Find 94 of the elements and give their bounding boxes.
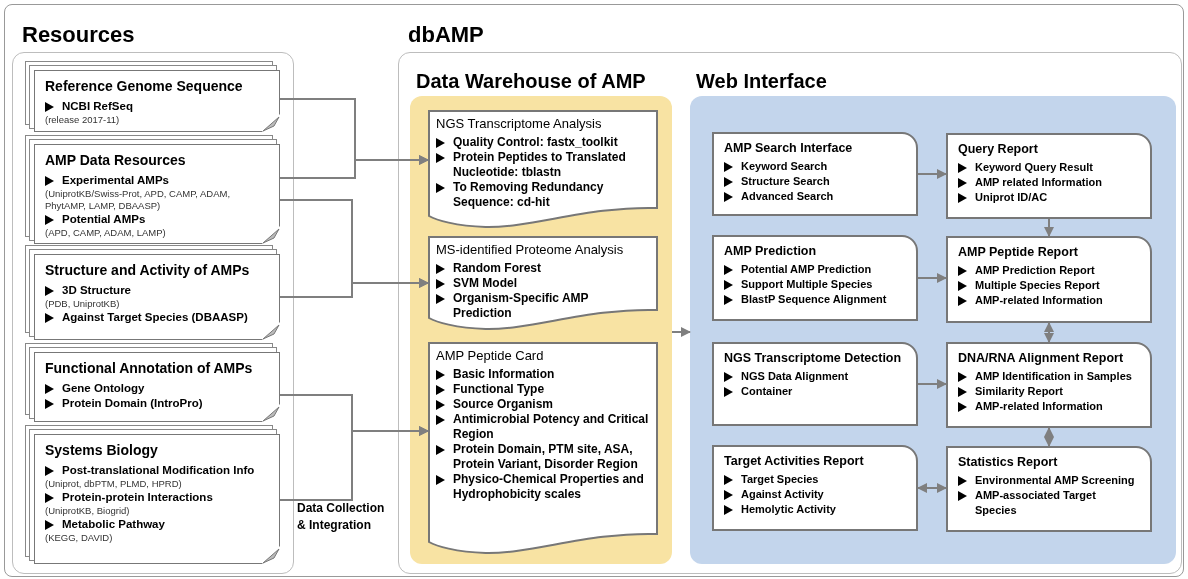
card-heading: NGS Transcriptome Detection [724, 350, 903, 367]
connector-arrow [1044, 218, 1054, 237]
card-heading: AMP Prediction [724, 243, 818, 260]
process-box [946, 342, 1152, 428]
card-heading: DNA/RNA Alignment Report [958, 350, 1125, 367]
card-heading: AMP Peptide Card [436, 347, 545, 365]
card-heading: Structure and Activity of AMPs [45, 261, 251, 280]
list-item: Keyword Query Result [975, 159, 1093, 175]
connector-arrow [1044, 322, 1054, 343]
process-box [946, 133, 1152, 219]
list-item: Protein Peptides to Translated Nucleotide: tblastn [453, 149, 627, 180]
document-shape [428, 110, 658, 230]
panel-title: Web Interface [696, 69, 827, 94]
source-note: (UniprotKB/Swiss-Prot, APD, CAMP, ADAM, PhytAMP, LAMP, DBAASP) [45, 188, 232, 212]
list-item: AMP-related Information [975, 398, 1103, 414]
list-item: Random Forest [453, 260, 541, 276]
process-box [712, 235, 918, 321]
card-heading: Functional Annotation of AMPs [45, 359, 254, 378]
list-item: Protein-protein Interactions [62, 490, 213, 505]
list-item: Gene Ontology [62, 381, 145, 396]
connector-arrow [1044, 427, 1054, 447]
list-item: Potential AMPs [62, 212, 146, 227]
connector-arrow [279, 278, 429, 298]
list-item: AMP Prediction Report [975, 262, 1095, 278]
list-item: Quality Control: fastx_toolkit [453, 134, 618, 150]
list-item: NCBI RefSeq [62, 99, 133, 114]
list-item: SVM Model [453, 275, 517, 291]
card-heading: AMP Search Interface [724, 140, 854, 157]
process-box [946, 446, 1152, 532]
list-item: Functional Type [453, 381, 545, 397]
list-item: Metabolic Pathway [62, 517, 165, 532]
annotation-text: Data Collection & Integration [297, 500, 386, 534]
list-item: Against Activity [741, 486, 824, 502]
list-item: Antimicrobial Potency and Critical Region [453, 411, 650, 442]
list-item: Similarity Report [975, 383, 1064, 399]
list-item: Multiple Species Report [975, 277, 1100, 293]
card-heading: Statistics Report [958, 454, 1059, 471]
list-item: Target Species [741, 471, 819, 487]
source-note: (release 2017-11) [45, 114, 121, 126]
list-item: Post-translational Modification Info [62, 463, 255, 478]
panel-title: Resources [22, 21, 135, 49]
process-box [712, 445, 918, 531]
document-shape [428, 236, 658, 332]
list-item: AMP-related Information [975, 292, 1103, 308]
connector-arrow [279, 155, 429, 179]
list-item: Basic Information [453, 366, 555, 382]
list-item: Protein Domain (IntroPro) [62, 396, 203, 411]
source-note: (UniprotKB, Biogrid) [45, 505, 131, 517]
card-heading: MS-identified Proteome Analysis [436, 241, 625, 259]
connector-arrow [671, 327, 691, 337]
source-note: (PDB, UniprotKB) [45, 298, 121, 310]
connector-arrow [917, 379, 947, 389]
list-item: Protein Domain, PTM site, ASA, Protein Variant, Disorder Region [453, 441, 639, 472]
source-note: (Uniprot, dbPTM, PLMD, HPRD) [45, 478, 183, 490]
card-heading: Query Report [958, 141, 1039, 158]
list-item: Source Organism [453, 396, 554, 412]
connector-arrow [917, 273, 947, 283]
card-heading: NGS Transcriptome Analysis [436, 115, 603, 133]
card-heading: AMP Peptide Report [958, 244, 1079, 261]
list-item: Potential AMP Prediction [741, 261, 872, 277]
list-item: NGS Data Alignment [741, 368, 849, 384]
connector-arrow [917, 169, 947, 179]
list-item: AMP-associated Target Species [975, 487, 1097, 518]
list-item: 3D Structure [62, 283, 132, 298]
list-item: Against Target Species (DBAASP) [62, 310, 248, 325]
card-heading: AMP Data Resources [45, 151, 187, 170]
list-item: Organism-Specific AMP Prediction [453, 290, 590, 321]
list-item: To Removing Redundancy Sequence: cd-hit [453, 179, 605, 210]
list-item: Hemolytic Activity [741, 501, 836, 517]
process-box [946, 236, 1152, 323]
list-item: Advanced Search [741, 188, 834, 204]
card-heading: Reference Genome Sequence [45, 77, 244, 96]
list-item: Uniprot ID/AC [975, 189, 1048, 205]
list-item: Environmental AMP Screening [975, 472, 1135, 488]
process-box [712, 132, 918, 216]
list-item: Physico-Chemical Properties and Hydrophobicity scales [453, 471, 645, 502]
panel-title: Data Warehouse of AMP [416, 69, 646, 94]
connector-arrow [279, 426, 429, 501]
source-note: (APD, CAMP, ADAM, LAMP) [45, 227, 167, 239]
card-heading: Systems Biology [45, 441, 159, 460]
list-item: Structure Search [741, 173, 830, 189]
card-heading: Target Activities Report [724, 453, 865, 470]
list-item: BlastP Sequence Alignment [741, 291, 887, 307]
document-shape [428, 342, 658, 556]
list-item: Experimental AMPs [62, 173, 169, 188]
process-box [712, 342, 918, 426]
source-note: (KEGG, DAVID) [45, 532, 114, 544]
list-item: Support Multiple Species [741, 276, 873, 292]
list-item: AMP related Information [975, 174, 1102, 190]
connector-arrow [917, 483, 947, 493]
panel-title: dbAMP [408, 21, 484, 49]
list-item: AMP Identification in Samples [975, 368, 1132, 384]
list-item: Container [741, 383, 793, 399]
list-item: Keyword Search [741, 158, 828, 174]
